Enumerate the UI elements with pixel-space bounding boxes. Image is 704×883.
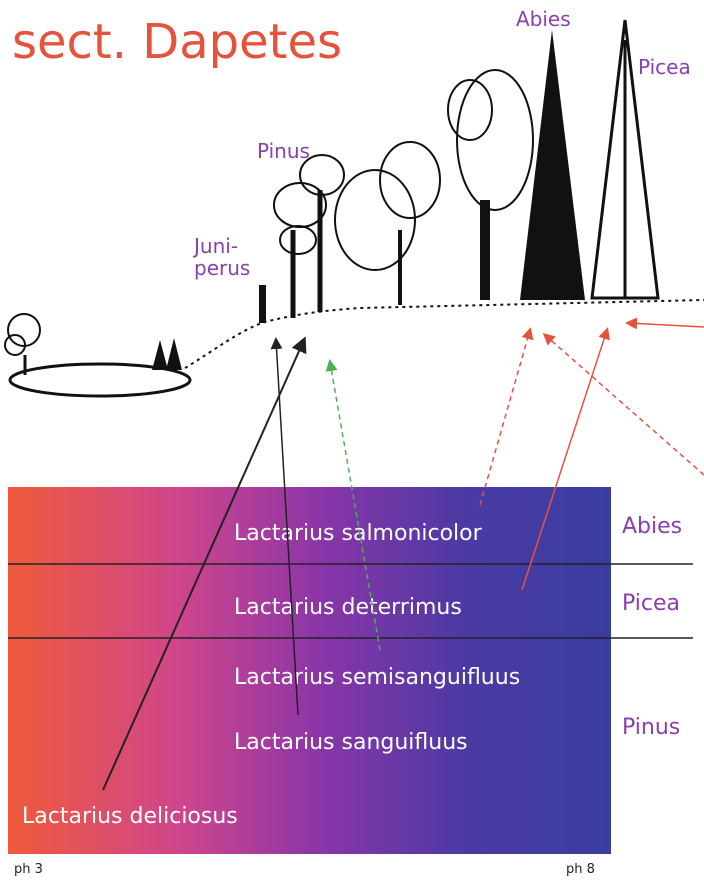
species-deterrimus: Lactarius deterrimus (234, 595, 462, 620)
zone-pinus: Pinus (622, 715, 680, 740)
label-picea: Picea (638, 56, 691, 78)
species-deliciosus: Lactarius deliciosus (22, 804, 238, 829)
label-abies: Abies (516, 8, 571, 30)
zone-picea: Picea (622, 591, 680, 616)
deciduous-trees-icon (335, 70, 533, 305)
species-sanguifluus: Lactarius sanguifluus (234, 730, 468, 755)
species-semisanguifluus: Lactarius semisanguifluus (234, 665, 520, 690)
ph-high-label: ph 8 (566, 862, 595, 877)
ph-low-label: ph 3 (14, 862, 43, 877)
label-juniperus: Juni- perus (194, 235, 250, 279)
species-salmonicolor: Lactarius salmonicolor (234, 521, 482, 546)
lakeside-tree-icon (5, 314, 40, 375)
small-conifers-icon (152, 338, 182, 370)
label-pinus: Pinus (257, 140, 310, 162)
pinus-trees-icon (274, 155, 344, 318)
landscape-illustration (0, 0, 704, 420)
zone-abies: Abies (622, 514, 682, 539)
juniperus-tree-icon (259, 285, 266, 323)
